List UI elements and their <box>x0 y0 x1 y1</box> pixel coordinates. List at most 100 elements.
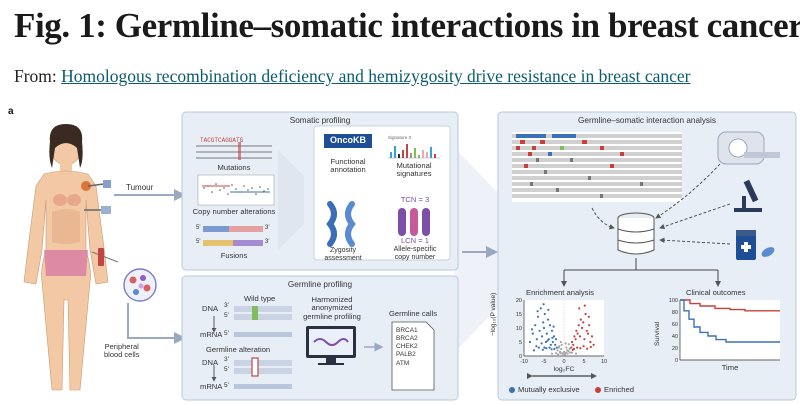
volcano-point <box>540 342 543 345</box>
germline-gene-list: BRCA1 BRCA2 CHEK2 PALB2 ATM <box>396 327 430 368</box>
volcano-points <box>528 303 595 357</box>
volcano-point <box>582 321 585 324</box>
volcano-point <box>559 352 562 355</box>
volcano-point <box>587 315 590 318</box>
gene-brca1: BRCA1 <box>396 327 418 334</box>
computer-monitor-icon <box>306 326 356 365</box>
volcano-point <box>582 345 585 348</box>
germline-alteration-label: Germline alteration <box>206 345 271 354</box>
survival-y-tick: 20 <box>672 346 678 352</box>
germline-calls-document-icon <box>391 321 435 391</box>
volcano-x-tick: 5 <box>582 359 585 365</box>
mutations-label: Mutations <box>217 163 251 172</box>
harmonized-profiling-label: Harmonized anonymized germline profiling <box>303 295 361 321</box>
oncokb-logo-text: OncoKB <box>330 135 366 145</box>
volcano-point <box>556 349 559 352</box>
volcano-point <box>574 352 578 355</box>
volcano-point <box>532 349 536 352</box>
volcano-point <box>592 343 595 346</box>
volcano-point <box>566 352 569 355</box>
volcano-point <box>543 346 546 349</box>
from-prefix: From: <box>14 66 57 86</box>
survival-curves <box>680 299 780 343</box>
volcano-x-tick: -10 <box>520 359 528 365</box>
legend-swatch-mutually-exclusive <box>509 387 515 393</box>
volcano-point <box>554 352 558 355</box>
volcano-point <box>550 329 554 332</box>
allele-specific-label: Allele-specific copy number <box>393 246 437 261</box>
volcano-point <box>535 345 538 348</box>
gene-atm: ATM <box>396 359 410 367</box>
allele-copy-number-icon <box>398 208 430 236</box>
lcn-label: LCN = 1 <box>400 236 430 245</box>
volcano-y-axis-label: −log₁₀(P value) <box>490 292 497 336</box>
volcano-point <box>551 336 554 339</box>
volcano-point <box>548 324 552 327</box>
volcano-point <box>568 347 571 350</box>
volcano-point <box>564 353 567 356</box>
volcano-point <box>536 315 540 318</box>
volcano-point <box>570 340 574 344</box>
microscope-to-db-arrow <box>659 203 731 230</box>
mutational-signature-plot <box>388 144 440 159</box>
source-article-link[interactable]: Homologous recombination deficiency and … <box>61 66 691 86</box>
volcano-point <box>528 340 532 344</box>
germline-alteration-dna <box>211 357 292 389</box>
mri-scanner-icon <box>717 131 780 165</box>
volcano-point <box>548 346 551 349</box>
volcano-x-tick: 0 <box>562 359 565 365</box>
volcano-point <box>531 332 534 335</box>
volcano-point <box>559 340 562 344</box>
fusions-label: Fusions <box>220 251 248 260</box>
dna-5-prime-1: 5' <box>224 312 229 319</box>
survival-y-tick: 0 <box>675 358 678 364</box>
mrna-5-prime-2: 5' <box>224 382 229 389</box>
volcano-point <box>576 346 579 349</box>
tumour-label: Tumour <box>126 183 154 192</box>
medication-to-db-arrow <box>659 237 731 245</box>
legend-swatch-enriched <box>595 387 601 393</box>
dna-label-2: DNA <box>202 358 219 367</box>
dna-3-prime-2: 3' <box>224 356 229 363</box>
volcano-point <box>556 353 560 356</box>
chromosome-zygosity-icon <box>326 201 356 247</box>
somatic-chevron <box>278 150 304 250</box>
volcano-point <box>575 329 578 332</box>
volcano-point <box>553 347 556 351</box>
volcano-point <box>583 338 586 341</box>
volcano-point <box>589 345 592 349</box>
survival-y-tick: 60 <box>672 322 678 328</box>
volcano-point <box>542 321 545 324</box>
legend-enriched: Enriched <box>604 385 634 394</box>
volcano-point <box>568 351 572 354</box>
volcano-y-tick: 15 <box>516 312 522 318</box>
gene-chek2: CHEK2 <box>396 343 418 351</box>
volcano-x-tick: 10 <box>601 359 607 365</box>
volcano-point <box>554 343 557 346</box>
volcano-point <box>552 335 556 338</box>
gene-brca2: BRCA2 <box>396 335 418 343</box>
volcano-x-tick: -5 <box>542 359 547 365</box>
volcano-point <box>537 346 540 349</box>
volcano-point <box>539 307 542 310</box>
volcano-point <box>554 338 558 341</box>
cna-label: Copy number alterations <box>192 207 276 216</box>
zygosity-label: Zygosity assessment <box>324 247 362 262</box>
oncokb-logo <box>324 134 372 148</box>
volcano-point <box>560 343 563 346</box>
dna-5-prime-2: 5' <box>224 366 229 373</box>
volcano-point <box>549 343 552 346</box>
volcano-point <box>550 348 553 351</box>
volcano-point <box>547 308 550 311</box>
survival-curve-blue <box>680 299 780 343</box>
wild-type-label: Wild type <box>244 294 276 303</box>
clinical-title: Clinical outcomes <box>686 288 746 297</box>
legend-mutually-exclusive: Mutually exclusive <box>518 385 580 394</box>
heatmap-to-db-arrow <box>591 207 615 230</box>
fusion-end-2: 3' <box>265 225 270 231</box>
volcano-point <box>586 347 589 350</box>
volcano-point <box>567 349 570 353</box>
gene-palb2: PALB2 <box>396 351 416 359</box>
